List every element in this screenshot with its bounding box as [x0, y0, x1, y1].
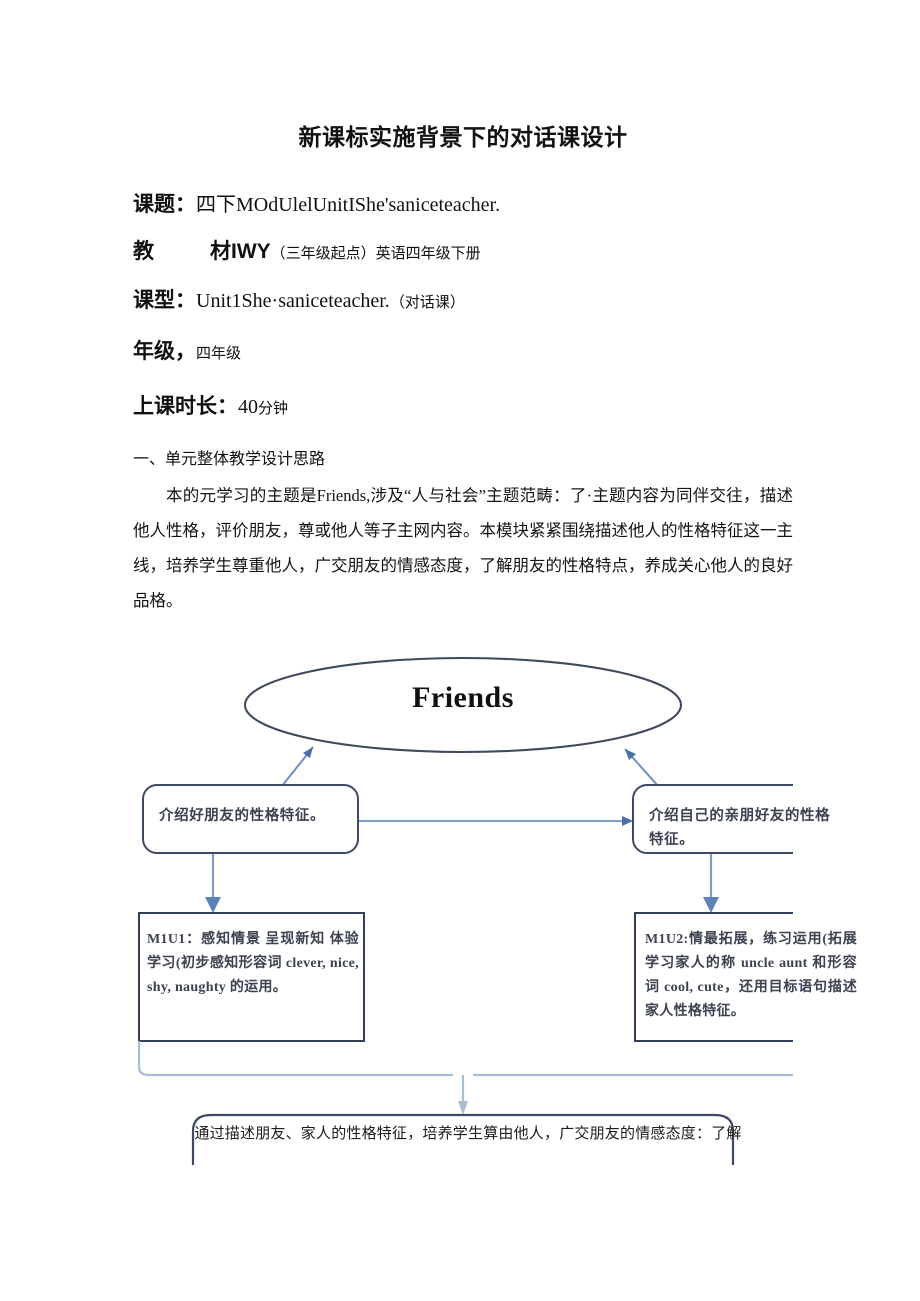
meta-row-duration: 上课时长：40分钟 [133, 396, 793, 417]
rounded-box-left [142, 783, 359, 854]
meta-value-duration: 40 [238, 396, 258, 418]
meta-note-textbook: （三年级起点）英语四年级下册 [270, 246, 481, 262]
meta-value-topic: 四下MOdUlelUnitIShe'saniceteacher. [196, 194, 501, 216]
friends-ellipse [243, 656, 683, 753]
meta-note-lesson-type: （对话课） [389, 295, 465, 311]
arrow-left-box-to-right-box [359, 815, 633, 826]
arrow-down-to-bottom-box [458, 1074, 468, 1115]
meta-note-duration: 分钟 [258, 401, 289, 417]
arrow-down-left [205, 853, 221, 913]
document-content: 新课标实施背景下的对话课设计 课题：四下MOdUlelUnitIShe'sani… [133, 0, 857, 1165]
page-title: 新课标实施背景下的对话课设计 [298, 124, 628, 150]
friends-ellipse-label: Friends [412, 680, 514, 714]
meta-label-textbook: 教 [133, 240, 154, 263]
diagram-canvas [137, 656, 793, 1165]
arrow-down-right [703, 853, 719, 913]
bottom-box-label: 通过描述朋友、家人的性格特征，培养学生算由他人，广交朋友的情感态度：了解 [194, 1124, 742, 1142]
rounded-box-right [632, 783, 793, 854]
bottom-rounded-box [191, 1113, 735, 1165]
meta-row-grade: 年级，四年级 [133, 341, 793, 362]
meta-row-topic: 课题：四下MOdUlelUnitIShe'saniceteacher. [133, 194, 793, 215]
meta-label-topic: 课题： [133, 193, 196, 216]
section-heading: 一、单元整体教学设计思路 [133, 451, 326, 468]
square-box-left [138, 911, 365, 1042]
bracket-connector [137, 1040, 793, 1076]
square-box-right [634, 911, 793, 1042]
rounded-box-left-label: 介绍好朋友的性格特征。 [159, 807, 326, 824]
meta-row-lesson-type: 课型：Unit1She·saniceteacher.（对话课） [133, 290, 793, 311]
square-box-left-label: M1U1：感知情景 呈现新知 体验学习(初步感知形容词 clever, nice… [147, 931, 359, 996]
meta-label-duration: 上课时长： [133, 395, 238, 418]
square-box-right-label: M1U2:情最拓展，练习运用(拓展学习家人的称 uncle aunt 和形容词 … [645, 931, 857, 1020]
body-paragraph: 本的元学习的主题是Friends,涉及“人与社会”主题范畴：了·主题内容为同伴交… [133, 486, 793, 610]
meta-row-textbook: 教 材IWY（三年级起点）英语四年级下册 [133, 241, 793, 262]
unit-design-diagram: Friends 介绍好朋友的性格特征。 介绍自己的亲朋好友的性格特征。 M1U1… [133, 645, 857, 1165]
meta-note-grade: 四年级 [196, 346, 242, 362]
meta-label-grade: 年级， [133, 340, 196, 363]
meta-label-lesson-type: 课型： [133, 289, 196, 312]
meta-label-textbook-code: 材IWY [210, 240, 271, 263]
rounded-box-right-label: 介绍自己的亲朋好友的性格特征。 [649, 807, 831, 848]
meta-value-lesson-type: Unit1She·saniceteacher. [196, 290, 390, 312]
